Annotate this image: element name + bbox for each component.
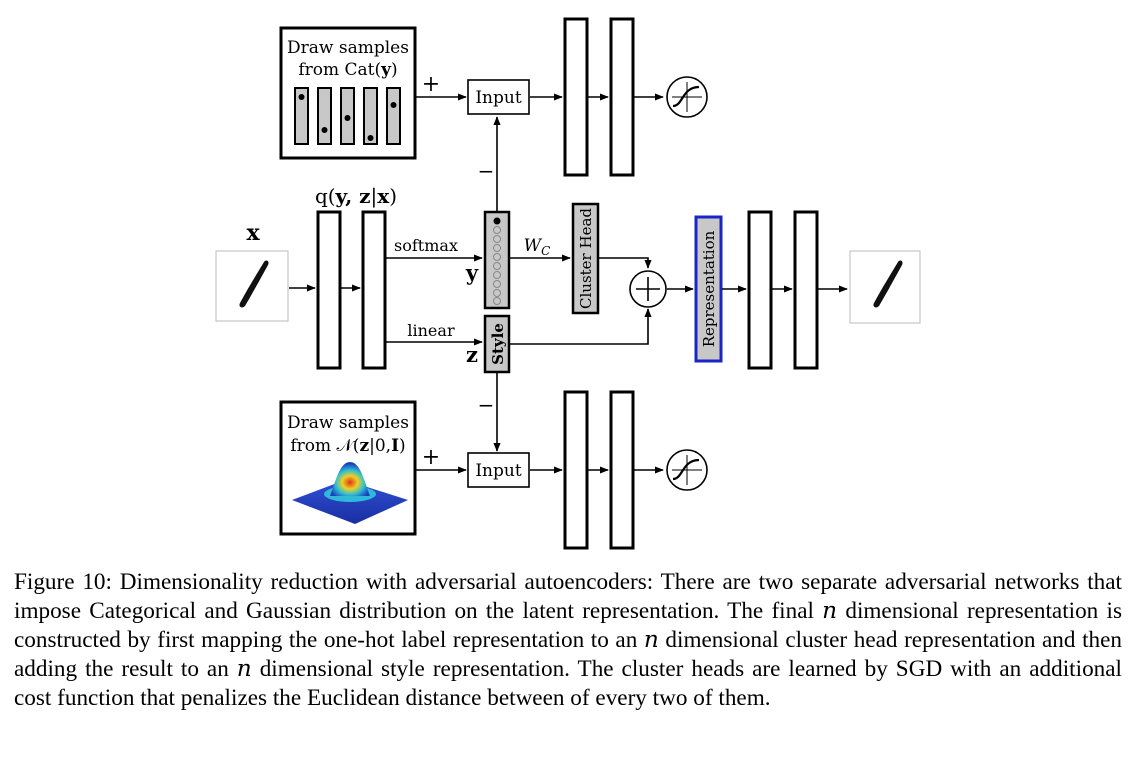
- sum-node: [629, 270, 667, 308]
- minus-sign-top: −: [478, 159, 495, 183]
- y-onehot-vector: [483, 210, 511, 310]
- discriminator-input-top: Input: [467, 79, 530, 115]
- figure-caption: Figure 10: Dimensionality reduction with…: [14, 569, 1122, 711]
- gaussian-surface-plot: [292, 462, 408, 524]
- svg-text:Representation: Representation: [700, 230, 718, 347]
- gaussian-box-line1: Draw samples: [287, 413, 409, 433]
- discriminator-top-layer-1: [563, 17, 589, 177]
- decoder-layer-1: [747, 210, 773, 370]
- encoder-layer-1: [316, 210, 342, 370]
- x-label: x: [246, 220, 260, 246]
- softmax-label: softmax: [394, 236, 458, 255]
- plus-sign-bottom: +: [422, 445, 440, 470]
- decoder-layer-2: [793, 210, 819, 370]
- gaussian-box-line2: from 𝒩(z|0,I): [290, 436, 405, 456]
- svg-text:Input: Input: [475, 461, 521, 481]
- categorical-box-line2: from Cat(y): [298, 60, 397, 80]
- representation-block: Representation: [694, 215, 723, 363]
- categorical-box-line1: Draw samples: [287, 38, 409, 58]
- sigmoid-icon: [666, 76, 708, 118]
- discriminator-bottom-layer-1: [563, 390, 589, 550]
- discriminator-input-bottom: Input: [467, 452, 530, 488]
- svg-text:Style: Style: [489, 323, 507, 365]
- svg-text:Cluster Head: Cluster Head: [577, 208, 595, 309]
- minus-sign-bottom: −: [478, 393, 495, 417]
- z-label: z: [466, 342, 478, 367]
- encoder-label: q(y, z|x): [315, 184, 397, 209]
- sigmoid-icon: [666, 449, 708, 491]
- plus-sign-top: +: [422, 72, 440, 97]
- encoder-layer-2: [361, 210, 387, 370]
- gaussian-sampler-box: Draw samples from 𝒩(z|0,I): [279, 400, 417, 536]
- categorical-sampler-box: Draw samples from Cat(y): [279, 26, 417, 160]
- svg-text:Input: Input: [475, 88, 521, 108]
- input-digit-image: [215, 250, 289, 322]
- wc-label: WC: [524, 236, 551, 258]
- linear-label: linear: [407, 321, 455, 340]
- discriminator-bottom-layer-2: [609, 390, 635, 550]
- output-digit-image: [849, 250, 921, 324]
- style-vector: Style: [483, 314, 511, 374]
- y-label: y: [465, 260, 479, 285]
- cluster-head-block: Cluster Head: [571, 202, 600, 315]
- one-hot-samples: [294, 87, 401, 145]
- discriminator-top-layer-2: [609, 17, 635, 177]
- diagram: Draw samples from Cat(y) + Input: [215, 17, 921, 550]
